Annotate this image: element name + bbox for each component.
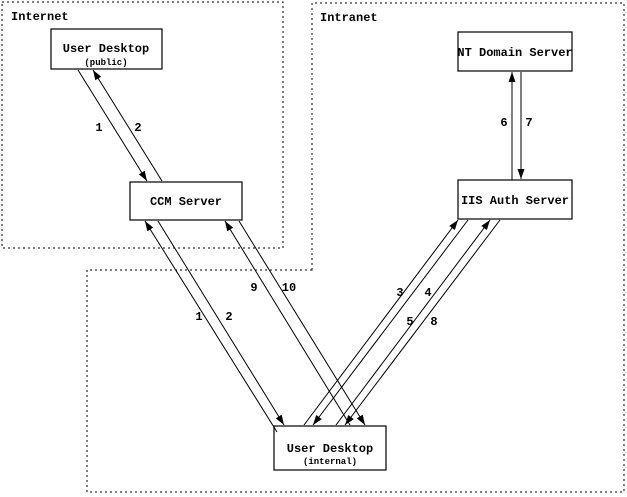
edge-4-iis-to-internal-desktop: 4 xyxy=(312,219,469,426)
edge-label-5: 5 xyxy=(406,315,413,329)
user-desktop-public-label: User Desktop xyxy=(63,42,149,56)
edge-line-4 xyxy=(312,219,469,426)
user-desktop-internal-sublabel: (internal) xyxy=(303,457,357,467)
node-user-desktop-public: User Desktop (public) xyxy=(50,28,163,70)
edge-label-2a: 2 xyxy=(134,121,141,135)
iis-auth-server-label: IIS Auth Server xyxy=(461,194,569,208)
edge-label-7: 7 xyxy=(525,116,532,130)
intranet-zone-label: Intranet xyxy=(320,11,378,25)
edge-line-1a xyxy=(77,69,148,182)
nt-domain-server-box xyxy=(457,31,573,72)
node-nt-domain-server: NT Domain Server xyxy=(457,31,573,72)
edge-line-5 xyxy=(335,219,491,426)
user-desktop-internal-label: User Desktop xyxy=(287,442,373,456)
edge-6-iis-to-nt-domain: 6 xyxy=(500,72,516,180)
internet-zone-label: Internet xyxy=(11,10,69,24)
edge-label-9: 9 xyxy=(250,281,257,295)
edge-label-8: 8 xyxy=(430,315,437,329)
edge-8-iis-to-internal-desktop: 8 xyxy=(344,219,501,426)
internet-zone-border xyxy=(1,1,284,249)
edge-label-1a: 1 xyxy=(95,121,102,135)
edge-label-1b: 1 xyxy=(195,310,202,324)
edge-7-nt-domain-to-iis: 7 xyxy=(517,72,533,179)
edge-line-10 xyxy=(238,220,366,426)
edge-line-1b xyxy=(144,220,278,433)
edge-3-internal-desktop-to-iis: 3 xyxy=(303,219,459,426)
edge-2-ccm-to-internal-desktop: 2 xyxy=(157,220,285,426)
edge-5-internal-desktop-to-iis: 5 xyxy=(335,219,491,426)
iis-auth-server-box xyxy=(457,179,573,220)
edge-line-3 xyxy=(303,219,459,426)
ccm-server-box xyxy=(129,181,243,221)
node-user-desktop-internal: User Desktop (internal) xyxy=(273,425,387,471)
user-desktop-public-box xyxy=(50,28,163,70)
edge-label-2b: 2 xyxy=(225,310,232,324)
intranet-zone-border xyxy=(86,2,625,493)
edge-label-4: 4 xyxy=(424,286,431,300)
edge-line-2a xyxy=(92,69,163,182)
user-desktop-internal-box xyxy=(273,425,387,471)
edge-2-ccm-to-public-desktop: 2 xyxy=(92,69,163,182)
edge-1-internal-desktop-to-ccm: 1 xyxy=(144,220,278,433)
edge-line-9 xyxy=(224,220,351,426)
user-desktop-public-sublabel: (public) xyxy=(84,58,127,68)
edge-label-6: 6 xyxy=(500,116,507,130)
edge-line-8 xyxy=(344,219,501,426)
edge-label-10: 10 xyxy=(282,281,296,295)
node-ccm-server: CCM Server xyxy=(129,181,243,221)
edge-1-public-desktop-to-ccm: 1 xyxy=(77,69,148,182)
edge-line-2b xyxy=(157,220,285,426)
edge-10-ccm-to-internal-desktop: 10 xyxy=(238,220,366,426)
edge-9-internal-desktop-to-ccm: 9 xyxy=(224,220,351,426)
nt-domain-server-label: NT Domain Server xyxy=(457,46,572,60)
node-iis-auth-server: IIS Auth Server xyxy=(457,179,573,220)
edge-label-3: 3 xyxy=(396,286,403,300)
ccm-server-label: CCM Server xyxy=(150,195,222,209)
